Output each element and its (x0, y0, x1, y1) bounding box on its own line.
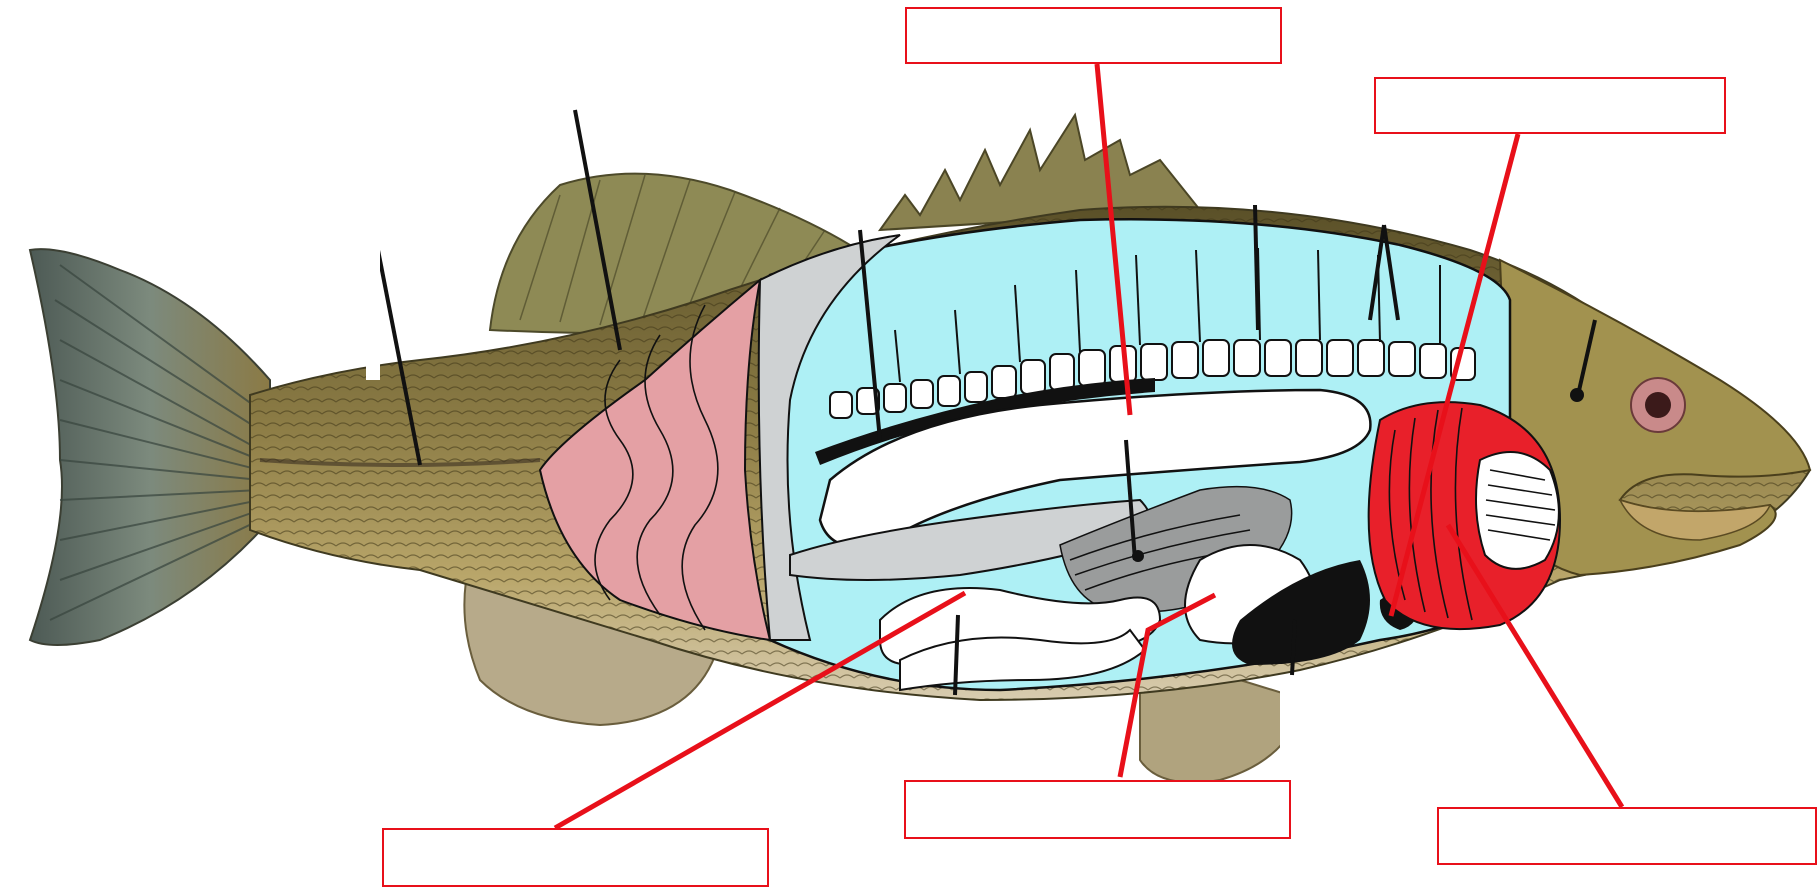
caudal-fin (30, 249, 270, 645)
label-box-top-right[interactable] (1374, 77, 1726, 134)
label-box-bottom-right[interactable] (1437, 807, 1817, 865)
label-box-top-center[interactable] (905, 7, 1282, 64)
label-box-bottom-center[interactable] (904, 780, 1291, 839)
label-box-bottom-left[interactable] (382, 828, 769, 887)
